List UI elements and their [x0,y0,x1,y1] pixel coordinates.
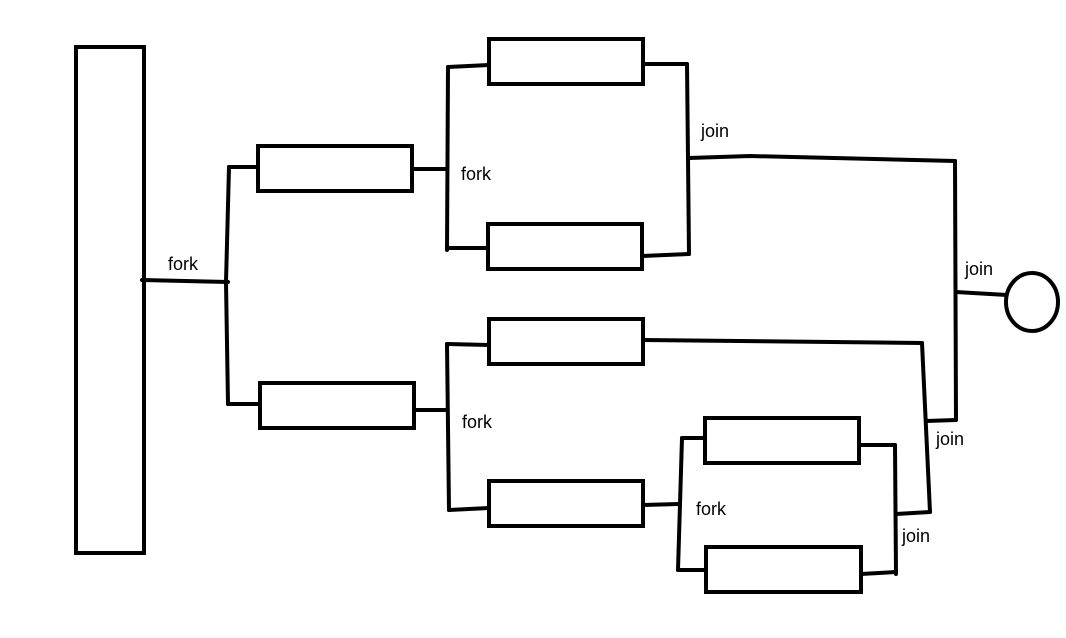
edge-join-top-to-final-join [687,154,957,163]
task-inner-1 [703,416,861,465]
fork-bottom-bar [445,342,451,512]
edge-fork-top-to-task-1 [446,63,491,69]
label-join-middle: join [935,429,964,449]
start-bar [74,45,146,555]
task-lower [258,381,416,430]
task-top-1 [487,37,645,86]
edge-bottom-1-to-join-middle [641,338,924,345]
edge-join-inner-to-join-middle [894,510,932,516]
task-top-2 [486,222,644,271]
end-node [1004,271,1060,333]
task-inner-2 [704,545,863,594]
label-fork-bottom: fork [462,412,493,432]
fork-top-bar [445,65,450,252]
edge-final-join-to-end [954,290,1009,297]
edge-start-to-fork [140,278,230,284]
edge-fork-bottom-to-task-1 [445,342,491,347]
join-middle-bar [920,341,932,514]
task-upper [256,144,414,193]
task-bottom-1 [487,317,645,366]
edge-task-2-to-join-top [640,252,691,258]
label-fork-inner: fork [696,499,727,519]
edge-fork-bottom-to-task-2 [447,506,491,512]
join-inner-bar [893,443,898,576]
label-fork-top: fork [461,164,492,184]
fork-inner-bar [676,436,684,572]
task-bottom-2 [487,479,645,528]
label-fork-main: fork [168,254,199,274]
label-join-top: join [700,121,729,141]
edge-join-middle-to-final-join [924,418,958,423]
edge-inner-2-to-join-inner [859,570,898,576]
edge-bottom-2-to-inner-fork [641,502,681,507]
label-join-final: join [964,259,993,279]
fork-main-bar [224,165,231,406]
label-join-inner: join [901,526,930,546]
